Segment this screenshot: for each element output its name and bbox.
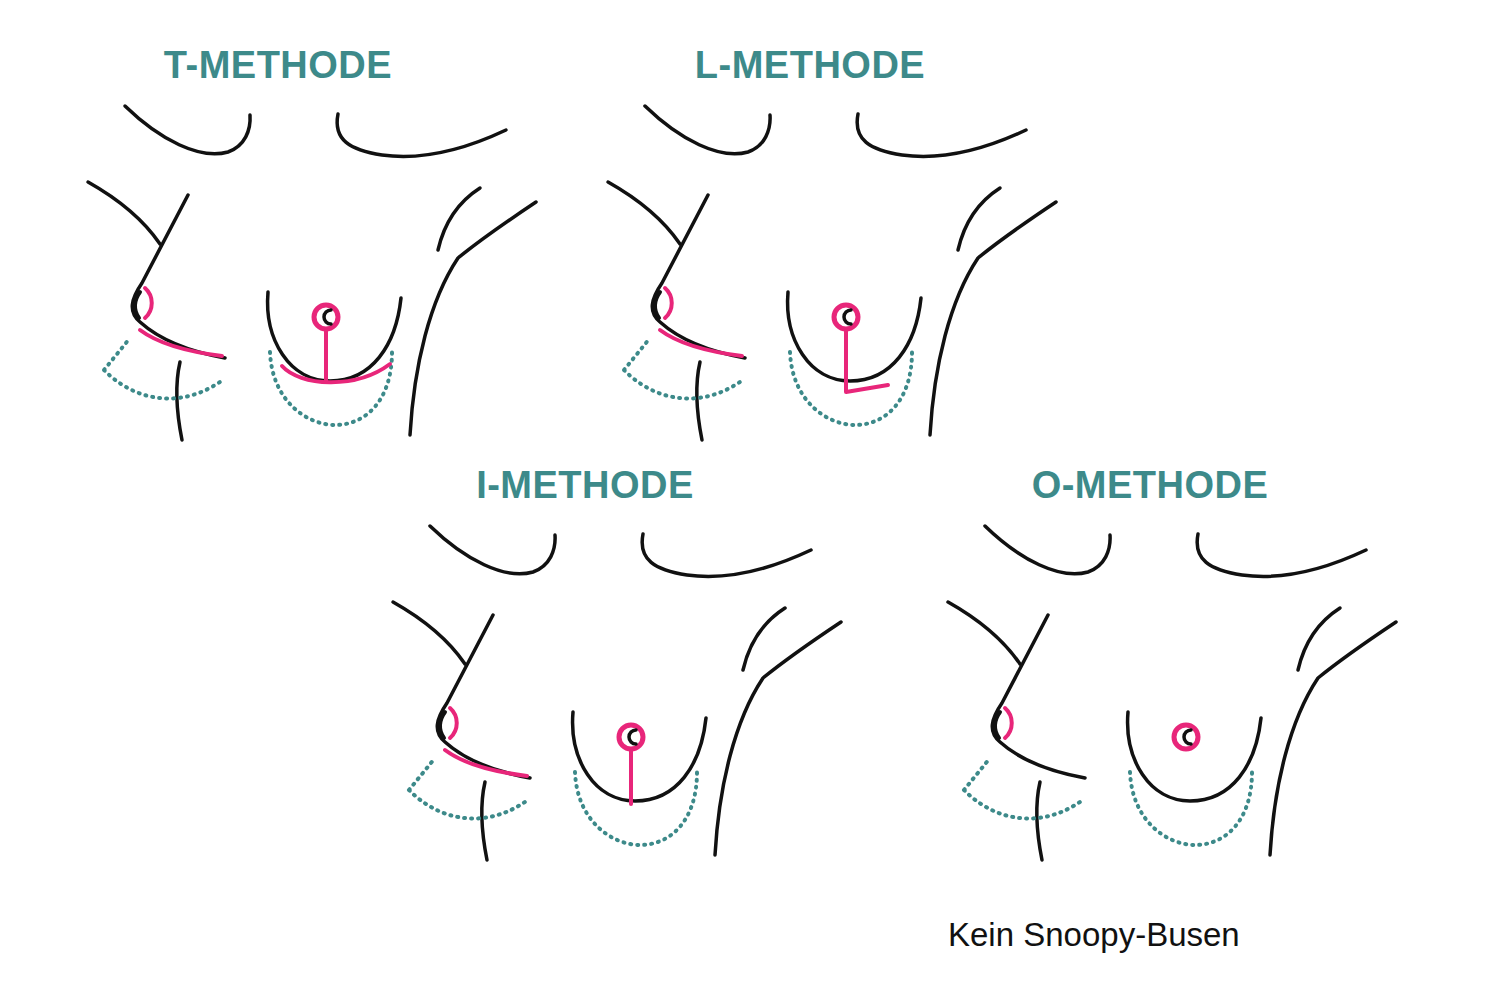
t-method-figure (88, 106, 536, 440)
method-title: T-METHODE (164, 44, 392, 87)
note-text: Kein Snoopy-Busen (948, 916, 1240, 954)
method-title: L-METHODE (695, 44, 925, 87)
l-method-figure (608, 106, 1056, 440)
method-title: O-METHODE (1032, 464, 1269, 507)
o-method-figure (948, 526, 1396, 860)
method-title: I-METHODE (476, 464, 694, 507)
i-method-figure (393, 526, 841, 860)
